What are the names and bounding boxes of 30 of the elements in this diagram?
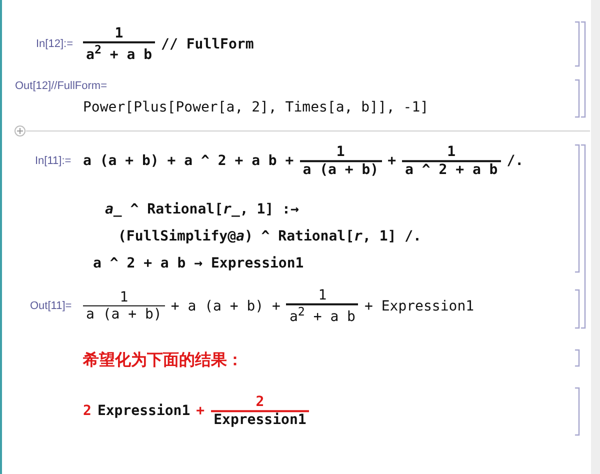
code-expression: a ^ 2 + a b → Expression1	[93, 256, 304, 272]
output-prompt: Out[12]//FullForm=	[15, 80, 108, 92]
numerator: 1	[118, 289, 130, 306]
numerator: 1	[114, 25, 124, 42]
denominator: a (a + b)	[302, 162, 380, 178]
numerator: 1	[335, 144, 346, 160]
denominator: a ^ 2 + a b	[404, 162, 499, 178]
output-expression: + Expression1	[364, 298, 474, 314]
heading-text: 希望化为下面的结果：	[83, 351, 243, 369]
numerator: 1	[446, 144, 457, 160]
numerator: 2	[254, 394, 266, 410]
denominator: a (a + b)	[85, 306, 163, 323]
numerator: 1	[317, 287, 328, 304]
code-expression: // FullForm	[161, 36, 254, 52]
code-expression: /.	[506, 153, 524, 169]
plus-sign: +	[196, 403, 205, 419]
input-prompt: In[12]:=	[36, 38, 74, 50]
code-expression: (FullSimplify@a) ^ Rational[r, 1] /.	[118, 229, 422, 245]
output-expression: + a (a + b) +	[170, 298, 280, 314]
code-expression: a_ ^ Rational[r_, 1] :→	[105, 202, 299, 218]
coefficient: 2	[83, 403, 92, 419]
denominator: a$^{2}$ + a b	[288, 304, 356, 325]
input-prompt: In[11]:=	[35, 154, 72, 168]
plus-sign: +	[388, 153, 396, 169]
code-expression: Expression1	[97, 403, 190, 419]
output-expression: Power[Plus[Power[a, 2], Times[a, b]], -1]	[83, 100, 429, 116]
output-prompt: Out[11]=	[30, 300, 72, 312]
denominator: Expression1	[212, 412, 308, 428]
denominator: a$^{2}$ + a b	[85, 42, 154, 63]
code-expression: a (a + b) + a ^ 2 + a b +	[83, 153, 294, 169]
